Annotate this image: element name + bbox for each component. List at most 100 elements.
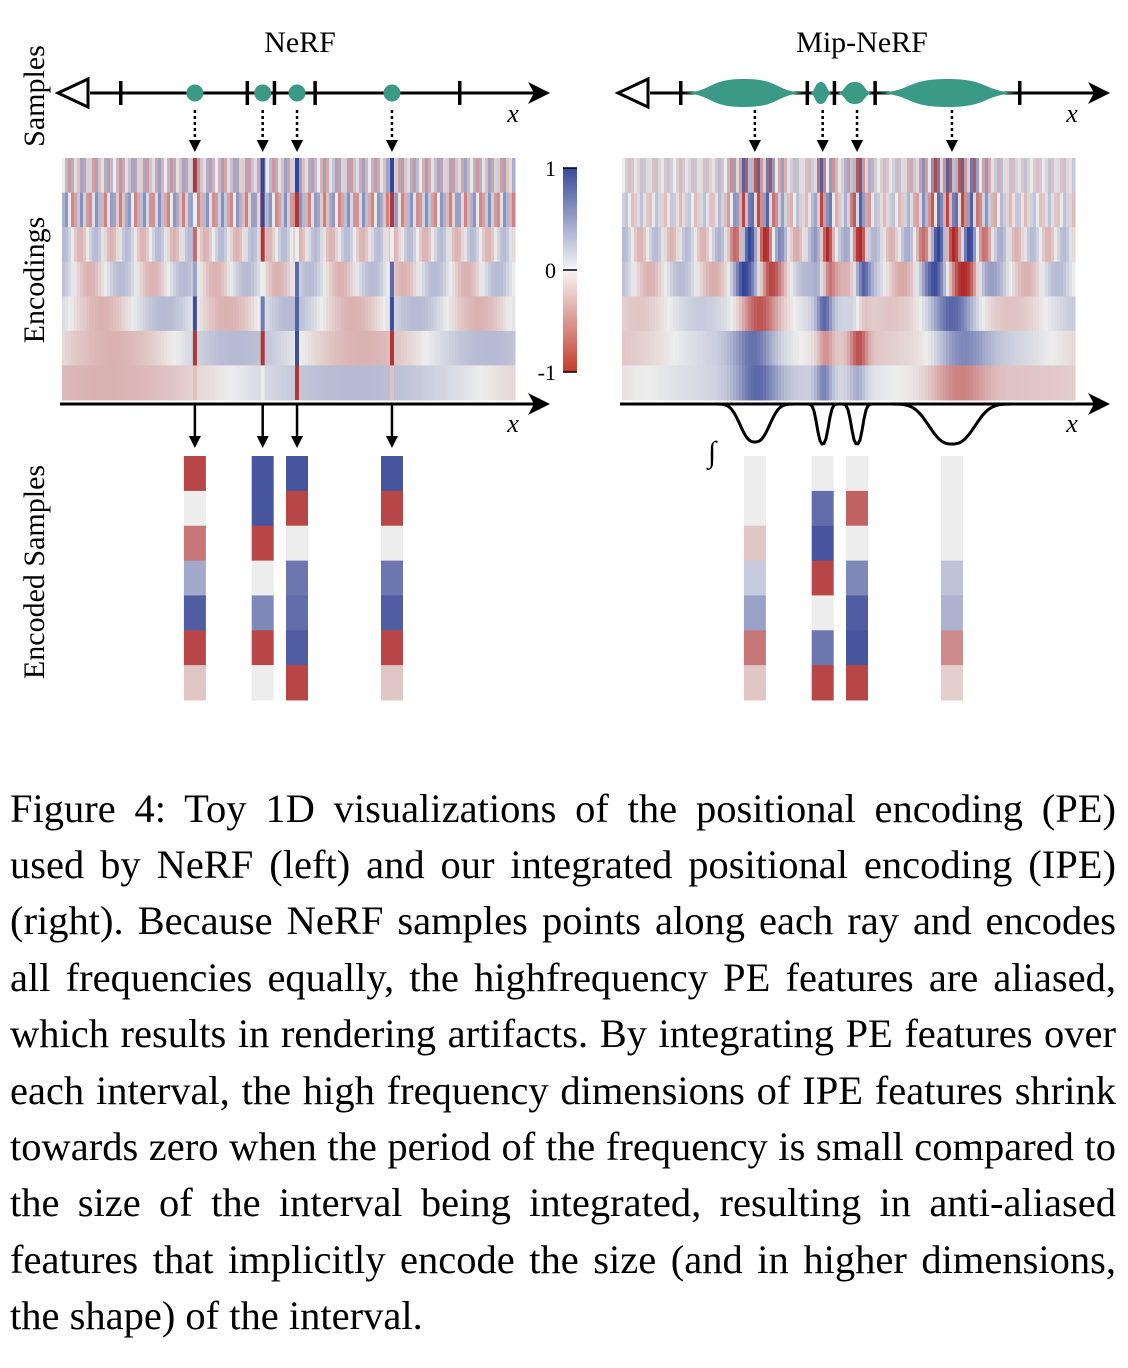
heatmap-cell [946,330,950,366]
figure-panel: Samples Encodings Encoded Samples NeRF M… [18,26,1110,701]
heatmap-cell [1003,365,1007,401]
heatmap-cell [865,296,869,332]
heatmap-cell [383,365,387,401]
heatmap-cell [338,192,342,228]
heatmap-cell [443,158,447,194]
encoded-cell [811,560,834,596]
heatmap-cell [362,158,366,194]
heatmap-cell [158,365,162,401]
heatmap-cell [77,158,81,194]
heatmap-cell [622,330,626,366]
heatmap-cell [491,330,495,366]
heatmap-cell [793,192,797,228]
heatmap-cell [305,227,309,263]
heatmap-cell [748,158,752,194]
heatmap-cell [928,192,932,228]
heatmap-cell [365,365,369,401]
heatmap-cell [509,330,513,366]
heatmap-cell [856,365,860,401]
heatmap-cell [1012,296,1016,332]
heatmap-cell [706,192,710,228]
heatmap-cell [386,158,390,194]
heatmap-cell [449,296,453,332]
heatmap-cell [931,227,935,263]
heatmap-cell [299,330,303,366]
heatmap-cell [862,227,866,263]
heatmap-cell [311,330,315,366]
heatmap-cell [1060,227,1064,263]
heatmap-cell [80,330,84,366]
heatmap-cell [895,330,899,366]
heatmap-cell [485,330,489,366]
heatmap-cell [227,261,231,297]
heatmap-cell [622,261,626,297]
heatmap-cell [254,261,258,297]
heatmap-cell [332,365,336,401]
heatmap-cell [1042,365,1046,401]
sample-interval [878,79,1017,107]
heatmap-cell [320,365,324,401]
heatmap-cell [284,365,288,401]
heatmap-cell [293,330,297,366]
heatmap-cell [131,296,135,332]
heatmap-cell [862,296,866,332]
heatmap-cell [398,227,402,263]
heatmap-cell [679,158,683,194]
heatmap-cell [248,158,252,194]
heatmap-cell [71,192,75,228]
heatmap-cell [116,261,120,297]
heatmap-cell [116,365,120,401]
heatmap-cell [368,158,372,194]
heatmap-cell [697,296,701,332]
heatmap-cell [637,296,641,332]
heatmap-cell [425,261,429,297]
heatmap-cell [892,296,896,332]
heatmap-cell [775,330,779,366]
heatmap-cell [715,330,719,366]
heatmap-cell [862,330,866,366]
heatmap-cell [880,365,884,401]
heatmap-cell [691,192,695,228]
heatmap-cell [811,227,815,263]
heatmap-cell [808,261,812,297]
heatmap-cell [943,192,947,228]
heatmap-cell [658,330,662,366]
heatmap-cell [901,365,905,401]
heatmap-cell [730,330,734,366]
heatmap-cell [913,192,917,228]
heatmap-cell [739,192,743,228]
heatmap-cell [440,158,444,194]
figure-marks [54,76,1110,701]
heatmap-cell [667,296,671,332]
heatmap-cell [922,227,926,263]
heatmap-cell [377,158,381,194]
heatmap-cell [329,296,333,332]
heatmap-cell [308,261,312,297]
heatmap-cell [272,261,276,297]
heatmap-cell [787,365,791,401]
heatmap-cell [895,296,899,332]
heatmap-cell [314,227,318,263]
heatmap-cell [308,227,312,263]
heatmap-cell [1072,365,1076,401]
heatmap-cell [479,296,483,332]
heatmap-cell [89,365,93,401]
heatmap-cell [940,261,944,297]
heatmap-cell [104,261,108,297]
heatmap-cell [437,158,441,194]
heatmap-cell [224,227,228,263]
heatmap-cell [191,192,195,228]
heatmap-cell [862,192,866,228]
heatmap-cell [1048,158,1052,194]
heatmap-cell [449,330,453,366]
heatmap-cell [185,192,189,228]
heatmap-cell [353,158,357,194]
heatmap-cell [1015,227,1019,263]
heatmap-cell [350,192,354,228]
heatmap-cell [269,158,273,194]
heatmap-cell [733,261,737,297]
heatmap-cell [874,330,878,366]
heatmap-cell [832,261,836,297]
heatmap-cell [727,296,731,332]
heatmap-cell [320,192,324,228]
